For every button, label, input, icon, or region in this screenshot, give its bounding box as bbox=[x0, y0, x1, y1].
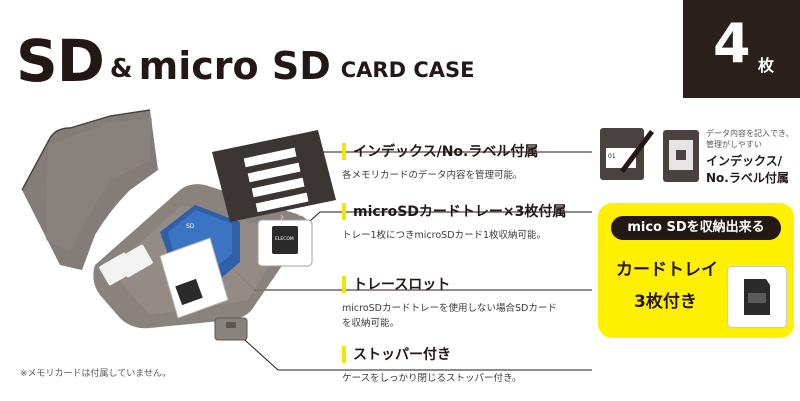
micro-sd-card-icon bbox=[744, 279, 770, 315]
index-label-line1: インデックス/ bbox=[706, 154, 783, 168]
feature-label: トレースロット bbox=[353, 277, 451, 293]
feature-desc: 各メモリカードのデータ内容を管理可能。 bbox=[342, 170, 523, 181]
index-label-line2: No.ラベル付属 bbox=[706, 171, 789, 185]
promo-title: カードトレイ bbox=[616, 260, 718, 280]
sd-card-white bbox=[159, 237, 229, 319]
title-micro-sd: micro SD bbox=[138, 44, 331, 88]
micro-sd-tray: ELECOM bbox=[257, 219, 313, 267]
leader-line-stopper bbox=[236, 332, 592, 371]
count-unit: 枚 bbox=[758, 56, 775, 75]
micro-sd-card-image bbox=[728, 267, 786, 327]
tray-brand: ELECOM bbox=[275, 236, 294, 242]
title-ampersand: & bbox=[109, 54, 133, 84]
label-number-4: 4 bbox=[316, 207, 320, 214]
index-note-line2: 管理がしやすい bbox=[706, 140, 762, 149]
promo-pill: mico SDを収納出来る bbox=[611, 216, 781, 240]
title-card-case: CARD CASE bbox=[340, 58, 475, 82]
feature-desc: microSDカードトレーを使用しない場合SDカード bbox=[342, 303, 557, 314]
feature-bar bbox=[342, 142, 346, 160]
index-label: インデックス/ No.ラベル付属 bbox=[706, 153, 789, 187]
footnote: ※メモリカードは付属していません。 bbox=[20, 369, 172, 379]
index-label-sheet: 1 2 3 4 bbox=[212, 130, 336, 226]
feature-bar bbox=[342, 202, 346, 220]
feature-tray: microSDカードトレー×3枚付属 トレー1枚につきmicroSDカード1枚収… bbox=[342, 200, 592, 243]
feature-slot: トレースロット microSDカードトレーを使用しない場合SDカード を収納可能… bbox=[342, 273, 592, 331]
feature-label: microSDカードトレー×3枚付属 bbox=[353, 204, 567, 220]
feature-bar bbox=[342, 275, 346, 293]
product-title: SD & micro SD CARD CASE bbox=[16, 20, 474, 90]
index-callout-icons: 01 bbox=[600, 128, 699, 182]
count-badge: 4 枚 bbox=[683, 0, 800, 98]
case-lid bbox=[21, 109, 158, 270]
lid-trays bbox=[99, 244, 153, 286]
feature-index: インデックス/No.ラベル付属 各メモリカードのデータ内容を管理可能。 bbox=[342, 140, 592, 183]
feature-desc: ケースをしっかり閉じるストッパー付き。 bbox=[342, 373, 522, 384]
feature-stopper: ストッパー付き ケースをしっかり閉じるストッパー付き。 bbox=[342, 343, 592, 386]
count-number: 4 bbox=[713, 12, 751, 75]
label-number-2: 2 bbox=[280, 215, 284, 222]
promo-box: mico SDを収納出来る カードトレイ 3枚付き bbox=[598, 203, 794, 338]
title-sd: SD bbox=[16, 27, 105, 95]
label-number-3: 3 bbox=[298, 211, 302, 218]
index-note-line1: データ内容を記入でき、 bbox=[706, 129, 794, 138]
promo-subtitle: 3枚付き bbox=[634, 292, 697, 312]
feature-bar bbox=[342, 345, 346, 363]
index-card-number: 01 bbox=[608, 153, 616, 160]
index-note: データ内容を記入でき、 管理がしやすい bbox=[706, 128, 793, 150]
sd-card-label: SD bbox=[186, 223, 195, 230]
feature-desc: トレー1枚につきmicroSDカード1枚収納可能。 bbox=[342, 230, 547, 241]
feature-desc-line2: を収納可能。 bbox=[342, 318, 400, 329]
feature-label: インデックス/No.ラベル付属 bbox=[353, 144, 539, 160]
feature-label: ストッパー付き bbox=[353, 347, 451, 363]
